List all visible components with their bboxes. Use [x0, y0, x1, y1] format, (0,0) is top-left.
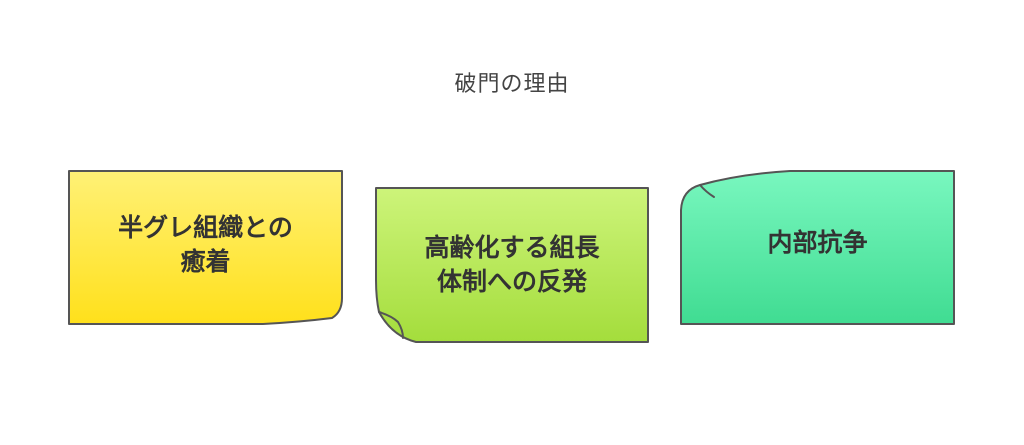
sticky-note-green-curl — [699, 184, 715, 198]
sticky-note-green — [680, 170, 955, 325]
card-label-line: 体制への反発 — [436, 267, 587, 296]
sticky-note-lime-curl — [378, 311, 404, 339]
sticky-note-yellow — [68, 170, 343, 325]
card-label-rebellion: 高齢化する組長 体制への反発 — [376, 188, 648, 342]
card-label-internal-conflict: 内部抗争 — [681, 171, 954, 324]
card-label-collusion: 半グレ組織との 癒着 — [69, 171, 342, 324]
card-label-line: 癒着 — [180, 246, 231, 276]
card-label-line: 半グレ組織との — [118, 212, 293, 242]
card-label-line: 内部抗争 — [767, 227, 868, 257]
card-label-line: 高齢化する組長 — [424, 233, 600, 262]
diagram-title: 破門の理由 — [454, 72, 570, 97]
